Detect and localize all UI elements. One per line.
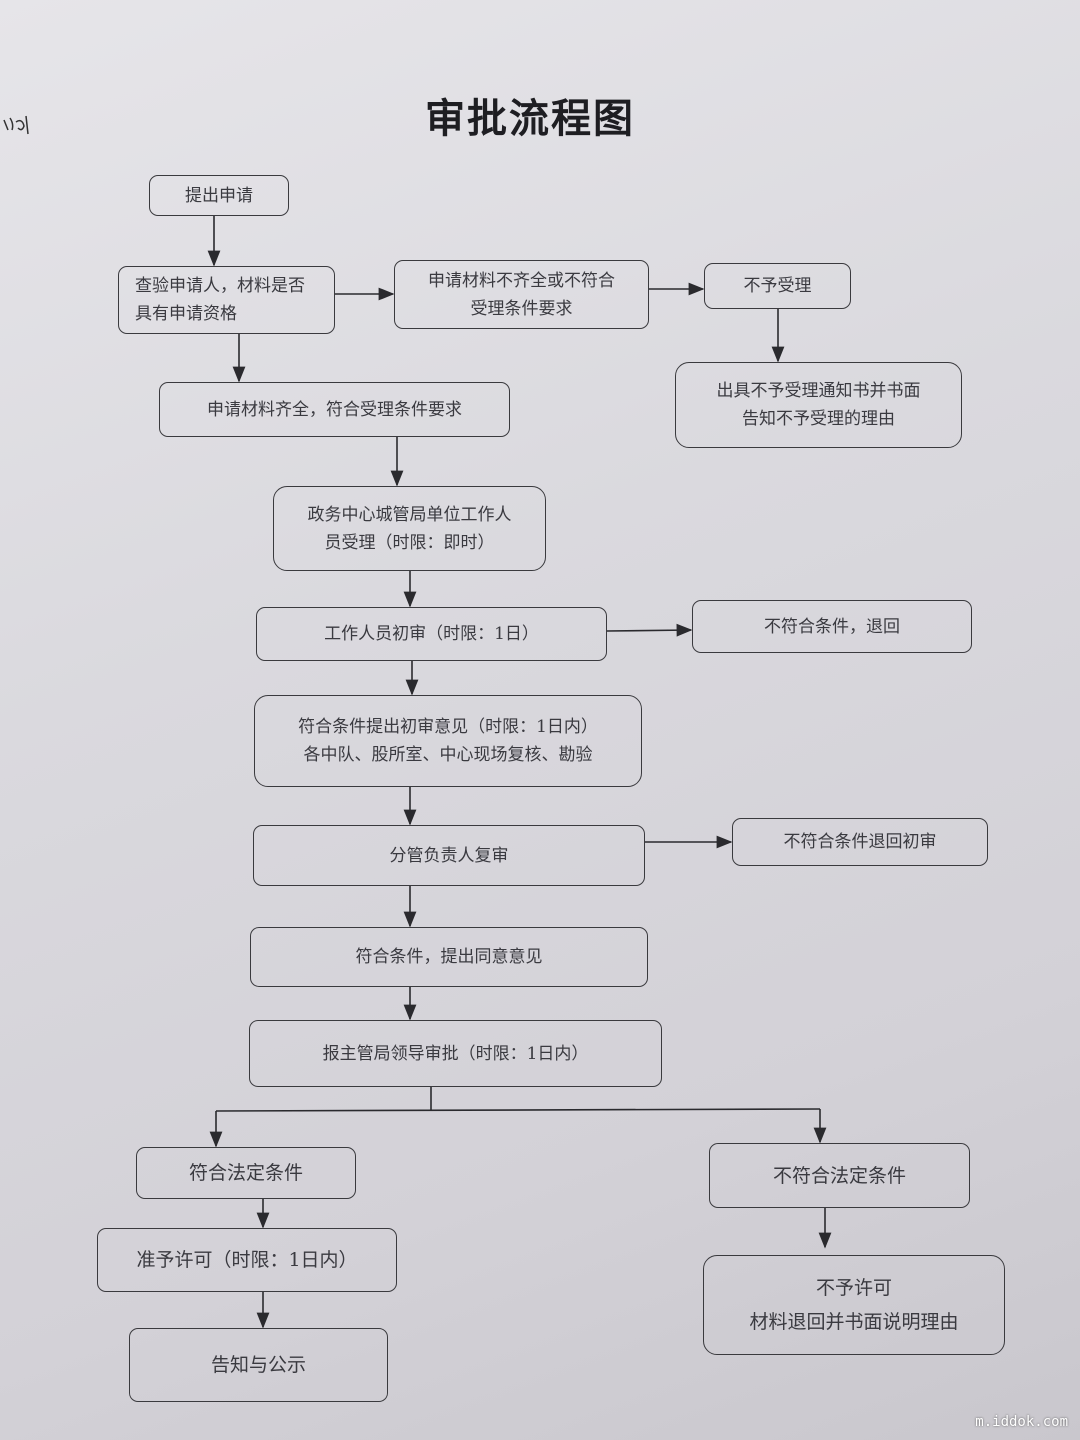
node-grant: 准予许可（时限：1日内） — [97, 1228, 397, 1292]
node-label: 申请材料齐全，符合受理条件要求 — [207, 399, 462, 420]
node-label: 告知与公示 — [210, 1354, 306, 1376]
node-label: 符合条件提出初审意见（时限：1日内） — [298, 717, 598, 737]
node-label: 政务中心城管局单位工作人 — [307, 504, 512, 525]
node-legal-not-ok: 不符合法定条件 — [709, 1143, 970, 1208]
node-secondary-review: 分管负责人复审 — [253, 825, 645, 886]
handwritten-mark-icon — [3, 115, 29, 135]
node-notify: 告知与公示 — [129, 1328, 388, 1402]
node-label: 不予受理 — [743, 276, 812, 296]
node-accept: 政务中心城管局单位工作人员受理（时限：即时） — [273, 486, 546, 571]
node-secondary-return: 不符合条件退回初审 — [732, 818, 988, 866]
node-leader-approval: 报主管局领导审批（时限：1日内） — [249, 1020, 662, 1087]
node-label: 符合法定条件 — [188, 1162, 303, 1184]
node-label: 不符合条件退回初审 — [783, 832, 937, 852]
node-label: 申请材料不齐全或不符合 — [428, 270, 615, 291]
node-initial-return: 不符合条件，退回 — [692, 600, 972, 653]
node-label: 出具不予受理通知书并书面 — [716, 381, 921, 401]
node-label: 提出申请 — [185, 185, 253, 206]
node-incomplete: 申请材料不齐全或不符合受理条件要求 — [394, 260, 649, 329]
node-initial-opinion: 符合条件提出初审意见（时限：1日内） 各中队、股所室、中心现场复核、勘验 — [254, 695, 642, 787]
node-deny: 不予许可材料退回并书面说明理由 — [703, 1255, 1005, 1355]
watermark: m.iddok.com — [975, 1414, 1068, 1430]
arrow — [606, 623, 693, 637]
branch-line — [215, 1108, 821, 1112]
node-label: 工作人员初审（时限：1日） — [324, 624, 539, 644]
node-label: 分管负责人复审 — [389, 845, 509, 866]
node-label: 受理条件要求 — [470, 298, 573, 319]
page-title: 审批流程图 — [425, 95, 635, 142]
node-label: 不予许可 — [815, 1277, 892, 1299]
node-submit: 提出申请 — [149, 175, 289, 216]
node-legal-ok: 符合法定条件 — [136, 1147, 356, 1199]
node-label: 具有申请资格 — [135, 304, 237, 324]
node-reject-notice: 出具不予受理通知书并书面告知不予受理的理由 — [675, 362, 962, 448]
node-reject-accept: 不予受理 — [704, 263, 851, 309]
node-label: 查验申请人，材料是否 — [135, 276, 305, 296]
node-label: 不符合条件，退回 — [764, 616, 900, 637]
node-initial-review: 工作人员初审（时限：1日） — [256, 607, 607, 661]
node-complete: 申请材料齐全，符合受理条件要求 — [159, 382, 510, 437]
node-label: 准予许可（时限：1日内） — [136, 1249, 358, 1271]
node-label: 各中队、股所室、中心现场复核、勘验 — [303, 745, 593, 765]
node-label: 不符合法定条件 — [772, 1164, 906, 1187]
node-label: 报主管局领导审批（时限：1日内） — [322, 1043, 589, 1064]
node-label: 员受理（时限：即时） — [324, 532, 495, 553]
node-label: 告知不予受理的理由 — [742, 409, 895, 429]
node-label: 符合条件，提出同意意见 — [355, 947, 543, 967]
node-label: 材料退回并书面说明理由 — [749, 1311, 959, 1333]
node-check: 查验申请人，材料是否具有申请资格 — [118, 266, 335, 334]
node-agree: 符合条件，提出同意意见 — [250, 927, 648, 987]
